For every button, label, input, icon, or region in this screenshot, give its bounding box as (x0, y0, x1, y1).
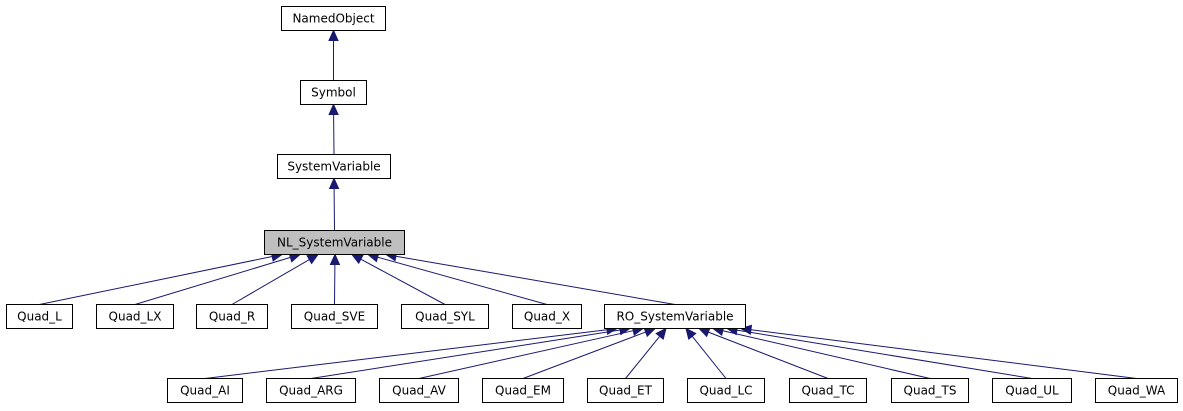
node-symbol-label: Symbol (311, 86, 356, 100)
arrowhead-quad-wa-to-ro-system-variable (739, 324, 753, 336)
node-quad-lx-label: Quad_LX (109, 310, 162, 324)
node-quad-lx[interactable]: Quad_LX (96, 304, 174, 329)
node-ro-system-variable-box (604, 304, 746, 329)
nodes-layer: NamedObject Symbol SystemVariable NL_Sys… (6, 6, 1178, 403)
node-quad-syl-label: Quad_SYL (415, 310, 475, 324)
edge-quad-syl-to-nl-system-variable (360, 258, 446, 305)
edge-quad-wa-to-ro-system-variable (750, 329, 1137, 379)
node-quad-ul-box (992, 378, 1072, 403)
node-quad-ts[interactable]: Quad_TS (891, 378, 969, 403)
node-quad-wa[interactable]: Quad_WA (1095, 378, 1178, 403)
edge-quad-em-to-ro-system-variable (522, 331, 646, 379)
node-quad-r-label: Quad_R (209, 310, 255, 324)
node-quad-l-box (6, 304, 73, 329)
node-quad-em-label: Quad_EM (495, 384, 551, 398)
arrowhead-nl-system-variable-to-system-variable (328, 177, 340, 190)
node-quad-em-box (482, 378, 564, 403)
arrowhead-quad-et-to-ro-system-variable (655, 327, 667, 340)
node-quad-av-label: Quad_AV (392, 384, 446, 398)
edge-quad-l-to-nl-system-variable (39, 256, 273, 305)
edge-quad-ai-to-ro-system-variable (204, 329, 608, 379)
node-quad-l[interactable]: Quad_L (6, 304, 73, 329)
node-symbol[interactable]: Symbol (300, 80, 367, 105)
node-ro-system-variable-label: RO_SystemVariable (616, 310, 733, 324)
arrowhead-symbol-to-named-object (328, 29, 339, 41)
node-nl-system-variable-box (264, 230, 405, 255)
edge-quad-tc-to-ro-system-variable (708, 331, 829, 379)
node-quad-et-label: Quad_ET (599, 384, 653, 398)
arrowhead-quad-r-to-nl-system-variable (306, 253, 320, 265)
node-quad-l-label: Quad_L (17, 310, 62, 324)
node-quad-tc-box (789, 378, 867, 403)
node-quad-ai[interactable]: Quad_AI (167, 378, 243, 403)
node-quad-wa-box (1095, 378, 1178, 403)
arrowhead-quad-lc-to-ro-system-variable (685, 327, 697, 340)
node-quad-lc-label: Quad_LC (699, 384, 752, 398)
node-quad-sve-box (291, 304, 378, 329)
edges-layer (39, 29, 1137, 379)
node-quad-tc[interactable]: Quad_TC (789, 378, 867, 403)
node-quad-ai-label: Quad_AI (180, 384, 230, 398)
node-nl-system-variable[interactable]: NL_SystemVariable (264, 230, 405, 255)
node-quad-sve[interactable]: Quad_SVE (291, 304, 378, 329)
node-quad-arg-box (266, 378, 356, 403)
node-system-variable-label: SystemVariable (287, 160, 380, 174)
arrowhead-quad-tc-to-ro-system-variable (697, 327, 711, 338)
node-system-variable[interactable]: SystemVariable (277, 154, 391, 179)
node-quad-syl-box (401, 304, 489, 329)
node-quad-ts-box (891, 378, 969, 403)
node-quad-syl[interactable]: Quad_SYL (401, 304, 489, 329)
node-quad-lc-box (687, 378, 765, 403)
arrowhead-quad-em-to-ro-system-variable (643, 327, 657, 338)
edge-quad-lc-to-ro-system-variable (691, 335, 727, 379)
node-quad-av-box (379, 378, 459, 403)
node-quad-av[interactable]: Quad_AV (379, 378, 459, 403)
arrowhead-quad-syl-to-nl-system-variable (350, 253, 364, 265)
edge-ro-system-variable-to-nl-system-variable (395, 255, 676, 305)
arrowhead-quad-sve-to-nl-system-variable (329, 253, 341, 266)
node-quad-em[interactable]: Quad_EM (482, 378, 564, 403)
node-quad-et-box (587, 378, 664, 403)
node-nl-system-variable-label: NL_SystemVariable (277, 236, 392, 250)
node-named-object-label: NamedObject (292, 12, 374, 26)
node-quad-lx-box (96, 304, 174, 329)
node-named-object[interactable]: NamedObject (281, 6, 386, 31)
node-quad-x-label: Quad_X (524, 310, 570, 324)
node-quad-r[interactable]: Quad_R (196, 304, 268, 329)
arrowhead-system-variable-to-symbol (328, 103, 339, 116)
node-quad-tc-label: Quad_TC (801, 384, 854, 398)
node-quad-sve-label: Quad_SVE (304, 310, 365, 324)
node-quad-ul[interactable]: Quad_UL (992, 378, 1072, 403)
edge-quad-ul-to-ro-system-variable (736, 329, 1033, 379)
node-quad-arg-label: Quad_ARG (279, 384, 343, 398)
edge-quad-av-to-ro-system-variable (418, 330, 634, 379)
node-named-object-box (281, 6, 386, 31)
edge-quad-r-to-nl-system-variable (231, 259, 310, 305)
edge-quad-lx-to-nl-system-variable (134, 256, 291, 305)
edge-quad-et-to-ro-system-variable (625, 335, 661, 379)
edge-quad-ts-to-ro-system-variable (722, 330, 931, 379)
node-quad-arg[interactable]: Quad_ARG (266, 378, 356, 403)
node-quad-x-box (512, 304, 582, 329)
node-quad-ai-box (167, 378, 243, 403)
edge-quad-arg-to-ro-system-variable (310, 329, 621, 379)
node-quad-x[interactable]: Quad_X (512, 304, 582, 329)
node-quad-ul-label: Quad_UL (1005, 384, 1059, 398)
node-quad-lc[interactable]: Quad_LC (687, 378, 765, 403)
node-quad-r-box (196, 304, 268, 329)
node-quad-wa-label: Quad_WA (1108, 384, 1166, 398)
node-quad-ts-label: Quad_TS (904, 384, 957, 398)
node-quad-et[interactable]: Quad_ET (587, 378, 664, 403)
node-system-variable-box (277, 154, 391, 179)
node-ro-system-variable[interactable]: RO_SystemVariable (604, 304, 746, 329)
edge-quad-x-to-nl-system-variable (377, 256, 548, 305)
node-symbol-box (300, 80, 367, 105)
